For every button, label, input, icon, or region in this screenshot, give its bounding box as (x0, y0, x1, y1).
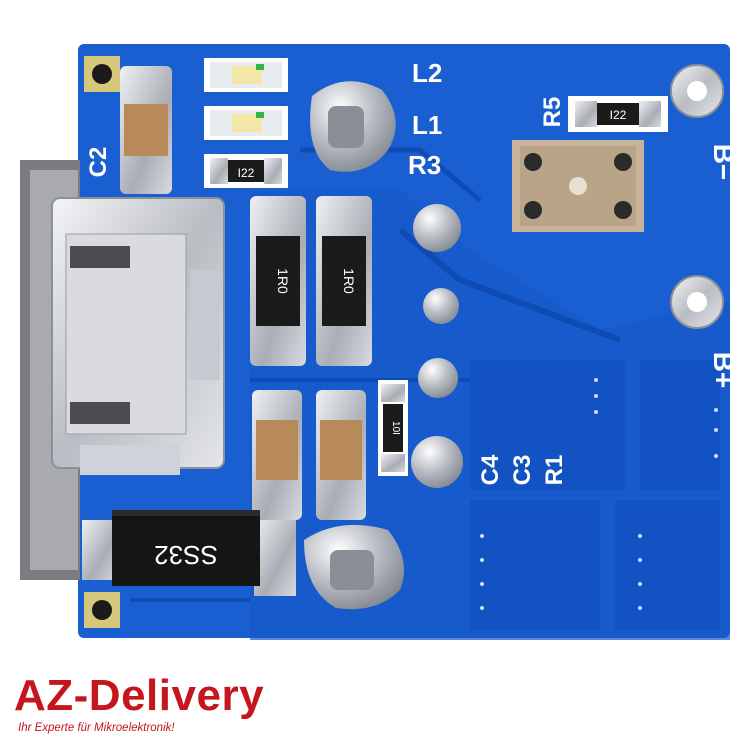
vias (480, 378, 718, 610)
resistor-small-marking: 10I (390, 421, 401, 435)
resistor-1r0-right-marking: 1R0 (341, 268, 357, 294)
resistor-r3: I22 (204, 154, 288, 188)
capacitor-bottom-right (316, 390, 366, 520)
mounting-hole-top-left (84, 56, 120, 92)
resistor-small: 10I (378, 380, 408, 476)
inductor-l-top (310, 81, 396, 172)
brand-tagline: Ihr Experte für Mikroelektronik! (18, 722, 175, 734)
diode-ss32: SS32 (82, 510, 296, 596)
pad-b-minus (670, 64, 724, 118)
pad-b-plus (670, 275, 724, 329)
label-l2: L2 (412, 58, 442, 88)
chip-footprint (512, 140, 644, 232)
resistor-r5: I22 (568, 96, 668, 132)
mounting-hole-bottom-left (84, 592, 120, 628)
brand-watermark: AZ-Delivery Ihr Experte für Mikroelektro… (14, 672, 374, 742)
resistor-1r0-right: 1R0 (316, 196, 372, 366)
resistor-r5-marking: I22 (610, 108, 627, 122)
led-top (204, 58, 288, 92)
diode-marking: SS32 (154, 540, 218, 570)
resistor-1r0-left: 1R0 (250, 196, 306, 366)
label-b-plus: B+ (708, 352, 739, 389)
resistor-1r0-left-marking: 1R0 (275, 268, 291, 294)
label-c4: C4 (477, 454, 504, 485)
label-l1: L1 (412, 110, 442, 140)
brand-logo: AZ-Delivery (14, 671, 265, 720)
label-c3: C3 (509, 455, 536, 486)
label-r3: R3 (408, 150, 441, 180)
label-r1: R1 (541, 455, 568, 486)
ic-solder-points (411, 204, 463, 488)
capacitor-c2 (120, 66, 172, 194)
led-second (204, 106, 288, 140)
label-c2: C2 (85, 147, 112, 178)
label-b-minus: B− (708, 144, 739, 181)
resistor-r3-marking: I22 (238, 166, 255, 180)
capacitor-bottom-left (252, 390, 302, 520)
micro-usb-connector (20, 160, 225, 580)
inductor-l-bottom (304, 524, 404, 610)
label-r5: R5 (539, 97, 566, 128)
